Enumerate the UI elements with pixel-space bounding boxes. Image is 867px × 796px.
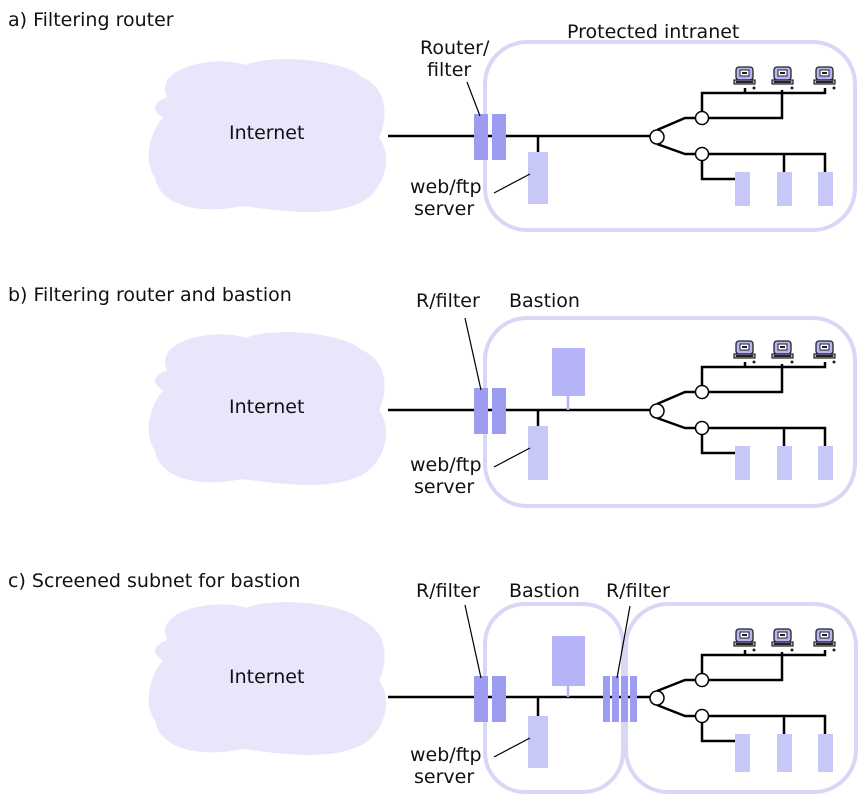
- router-filter: [492, 676, 506, 722]
- web-ftp-server: [528, 716, 548, 768]
- intranet-server: [818, 734, 833, 772]
- bastion-host: [552, 636, 585, 686]
- hub: [649, 690, 665, 706]
- server-callout-line: [493, 173, 531, 194]
- network-link: [709, 652, 784, 682]
- router-filter-2: [621, 676, 628, 722]
- bastion-label: Bastion: [509, 580, 580, 602]
- internet-label: Internet: [229, 122, 304, 144]
- workstation-icon: [771, 66, 795, 90]
- intranet-server: [735, 734, 750, 772]
- bastion-host: [552, 348, 585, 396]
- web-ftp-server: [528, 426, 548, 480]
- hub: [694, 146, 710, 162]
- workstation-icon: [813, 628, 837, 652]
- section-c-title: c) Screened subnet for bastion: [8, 570, 300, 592]
- intranet-server: [777, 172, 792, 206]
- section-b: b) Filtering router and bastion Internet…: [8, 284, 857, 508]
- hub: [694, 708, 710, 724]
- router-callout-line: [464, 604, 482, 679]
- router-filter: [492, 114, 506, 160]
- workstation-icon: [733, 340, 757, 364]
- router-filter: [492, 388, 506, 434]
- intranet-server: [735, 446, 750, 480]
- router-callout-line: [466, 81, 481, 117]
- hub: [649, 129, 665, 145]
- workstation-icon: [733, 66, 757, 90]
- server-label-1: web/ftp: [410, 454, 482, 476]
- hub: [694, 420, 710, 436]
- network-link: [700, 362, 827, 386]
- network-link: [709, 90, 784, 120]
- server-label-1: web/ftp: [410, 176, 482, 198]
- server-label-1: web/ftp: [410, 744, 482, 766]
- section-a: a) Filtering router Internet Protected i…: [8, 9, 857, 232]
- server-callout-line: [493, 447, 531, 468]
- network-link: [709, 152, 827, 172]
- server-label-2: server: [414, 766, 474, 788]
- intranet-label: Protected intranet: [567, 21, 739, 43]
- router-label-2: filter: [427, 59, 471, 81]
- router2-callout-line: [616, 605, 631, 679]
- internet-label: Internet: [229, 666, 304, 688]
- router-filter: [474, 676, 488, 722]
- router-label-1: R/filter: [416, 290, 480, 312]
- server-label-2: server: [414, 476, 474, 498]
- network-link: [709, 364, 784, 394]
- server-label-2: server: [414, 198, 474, 220]
- router-label-1: R/filter: [416, 580, 480, 602]
- bastion-label: Bastion: [509, 290, 580, 312]
- router-filter: [474, 388, 488, 434]
- web-ftp-server: [528, 152, 548, 204]
- intranet-server: [735, 172, 750, 206]
- section-a-title: a) Filtering router: [8, 9, 174, 31]
- section-c: c) Screened subnet for bastion Internet …: [8, 570, 858, 794]
- network-link: [709, 426, 827, 446]
- network-link: [709, 714, 827, 734]
- workstation-icon: [813, 66, 837, 90]
- hub: [649, 403, 665, 419]
- internet-label: Internet: [229, 396, 304, 418]
- hub: [694, 384, 710, 400]
- router-filter: [474, 114, 488, 160]
- router-label-1: Router/: [420, 37, 490, 59]
- intranet-server: [777, 446, 792, 480]
- workstation-icon: [813, 340, 837, 364]
- hub: [694, 110, 710, 126]
- intranet-server: [818, 446, 833, 480]
- workstation-icon: [771, 628, 795, 652]
- router2-label: R/filter: [606, 580, 670, 602]
- router-callout-line: [464, 317, 482, 391]
- router-filter-2: [603, 676, 610, 722]
- network-link: [700, 650, 827, 674]
- router-filter-2: [612, 676, 619, 722]
- section-b-title: b) Filtering router and bastion: [8, 284, 292, 306]
- workstation-icon: [771, 340, 795, 364]
- router-filter-2: [630, 676, 637, 722]
- hub: [694, 672, 710, 688]
- server-callout-line: [493, 737, 531, 758]
- network-link: [700, 88, 827, 112]
- intranet-server: [777, 734, 792, 772]
- intranet-server: [818, 172, 833, 206]
- workstation-icon: [733, 628, 757, 652]
